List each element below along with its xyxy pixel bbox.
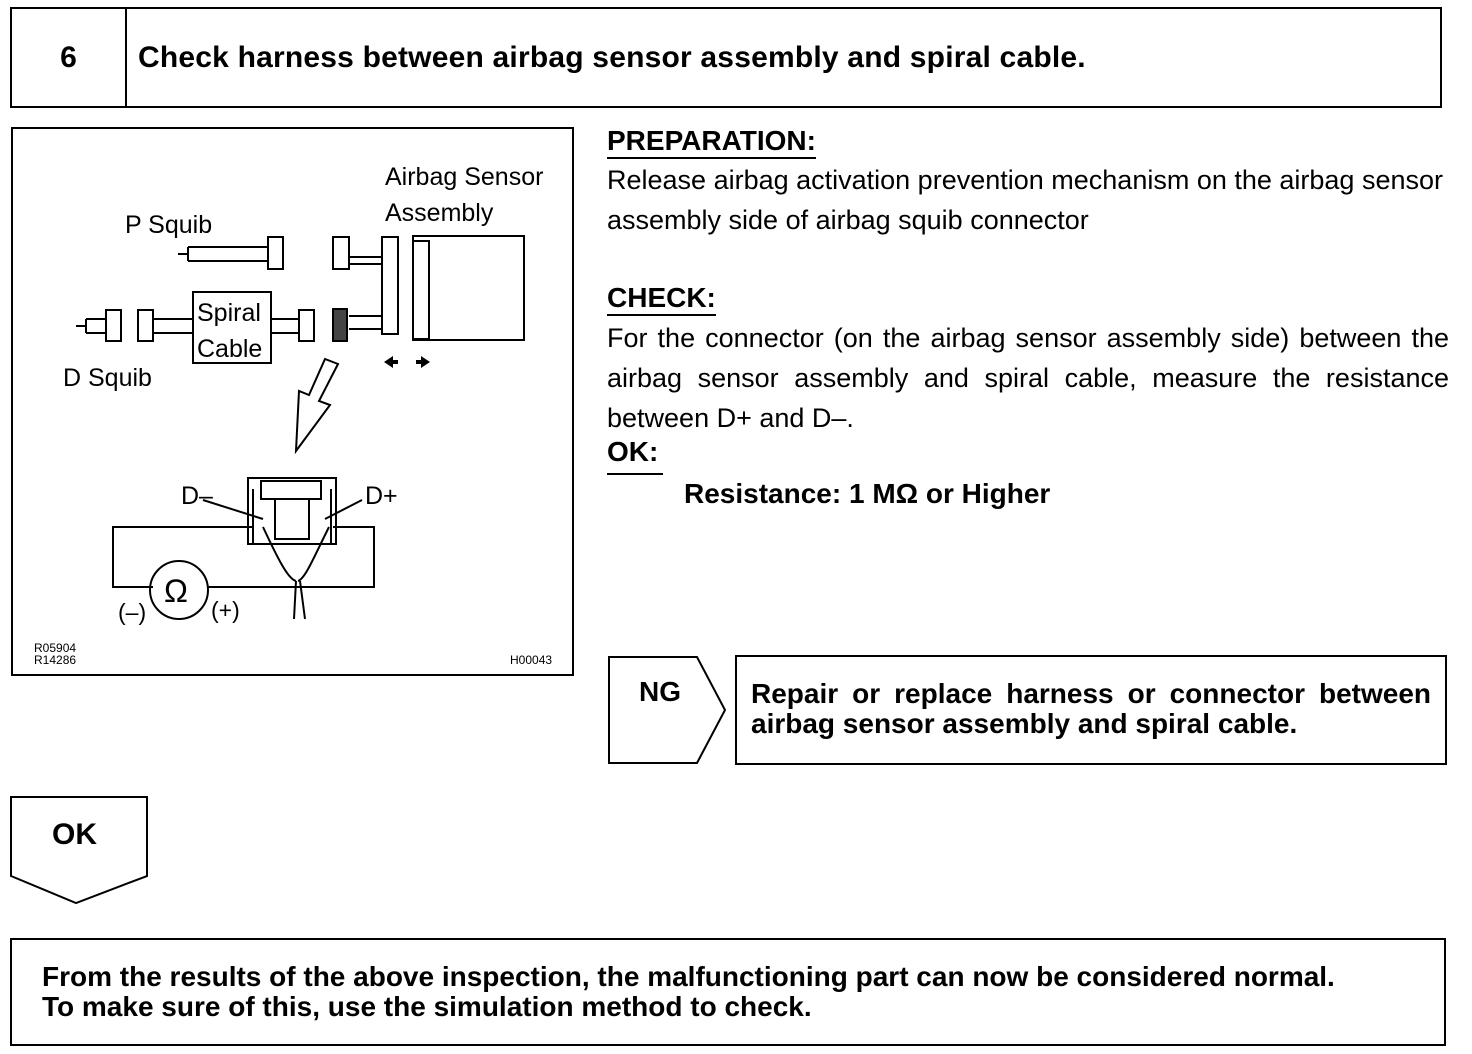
label-assembly: Assembly — [385, 199, 494, 227]
connector-closeup — [247, 477, 337, 545]
d-squib-plug-right — [137, 309, 154, 342]
sensor-connector — [412, 240, 430, 340]
ng-arrow-shape — [608, 656, 727, 764]
ok-spec-value: Resistance: 1 MΩ or Higher — [684, 478, 1051, 509]
label-cable: Cable — [197, 335, 262, 363]
label-d-squib: D Squib — [63, 364, 152, 392]
label-negative: (–) — [118, 599, 146, 625]
label-spiral: Spiral — [197, 299, 261, 327]
p-squib-plug-right — [332, 236, 350, 270]
spiral-cable-box — [192, 291, 272, 364]
code-left-top: R05904 — [34, 641, 76, 655]
p-squib-plug-left — [267, 236, 284, 270]
sensor-side-plug — [381, 236, 399, 335]
check-heading: CHECK: — [607, 283, 716, 316]
hatched-connector — [332, 308, 348, 342]
ng-result-text: Repair or replace harness or connector b… — [751, 678, 1431, 739]
pointer-arrow — [294, 357, 340, 455]
label-d-plus: D+ — [365, 482, 398, 510]
label-d-minus: D– — [181, 482, 213, 510]
code-left-bottom: R14286 — [34, 653, 76, 667]
ok-arrow-shape — [10, 796, 148, 905]
final-line-2: To make sure of this, use the simulation… — [42, 991, 812, 1022]
preparation-heading: PREPARATION: — [607, 126, 816, 159]
final-note-text: From the results of the above inspection… — [42, 962, 1432, 1022]
ok-underline — [607, 473, 663, 475]
spiral-cable-plug — [298, 309, 315, 342]
wiring-illustration: Airbag Sensor Assembly P Squib D Squib S… — [11, 127, 574, 676]
label-p-squib: P Squib — [125, 211, 212, 239]
final-note-box: From the results of the above inspection… — [10, 938, 1446, 1046]
ng-label: NG — [639, 676, 681, 707]
ng-result-box: Repair or replace harness or connector b… — [735, 655, 1447, 765]
preparation-text: Release airbag activation prevention mec… — [607, 165, 1443, 235]
code-right: H00043 — [510, 653, 552, 667]
final-line-1: From the results of the above inspection… — [42, 961, 1335, 992]
d-squib-plug-left — [105, 309, 122, 342]
label-positive: (+) — [211, 597, 240, 623]
ok-label: OK — [52, 818, 97, 851]
check-text: For the connector (on the airbag sensor … — [607, 323, 1449, 433]
ok-heading: OK: — [607, 436, 659, 467]
step-title: Check harness between airbag sensor asse… — [138, 40, 1086, 74]
connector-diagram: Airbag Sensor Assembly P Squib D Squib S… — [34, 163, 552, 667]
ohmmeter-circle — [149, 560, 209, 620]
step-number: 6 — [12, 9, 127, 106]
label-airbag-sensor: Airbag Sensor — [385, 163, 543, 191]
ohm-symbol: Ω — [164, 573, 188, 609]
slide-arrows — [384, 356, 430, 368]
step-header: 6 Check harness between airbag sensor as… — [10, 7, 1442, 108]
